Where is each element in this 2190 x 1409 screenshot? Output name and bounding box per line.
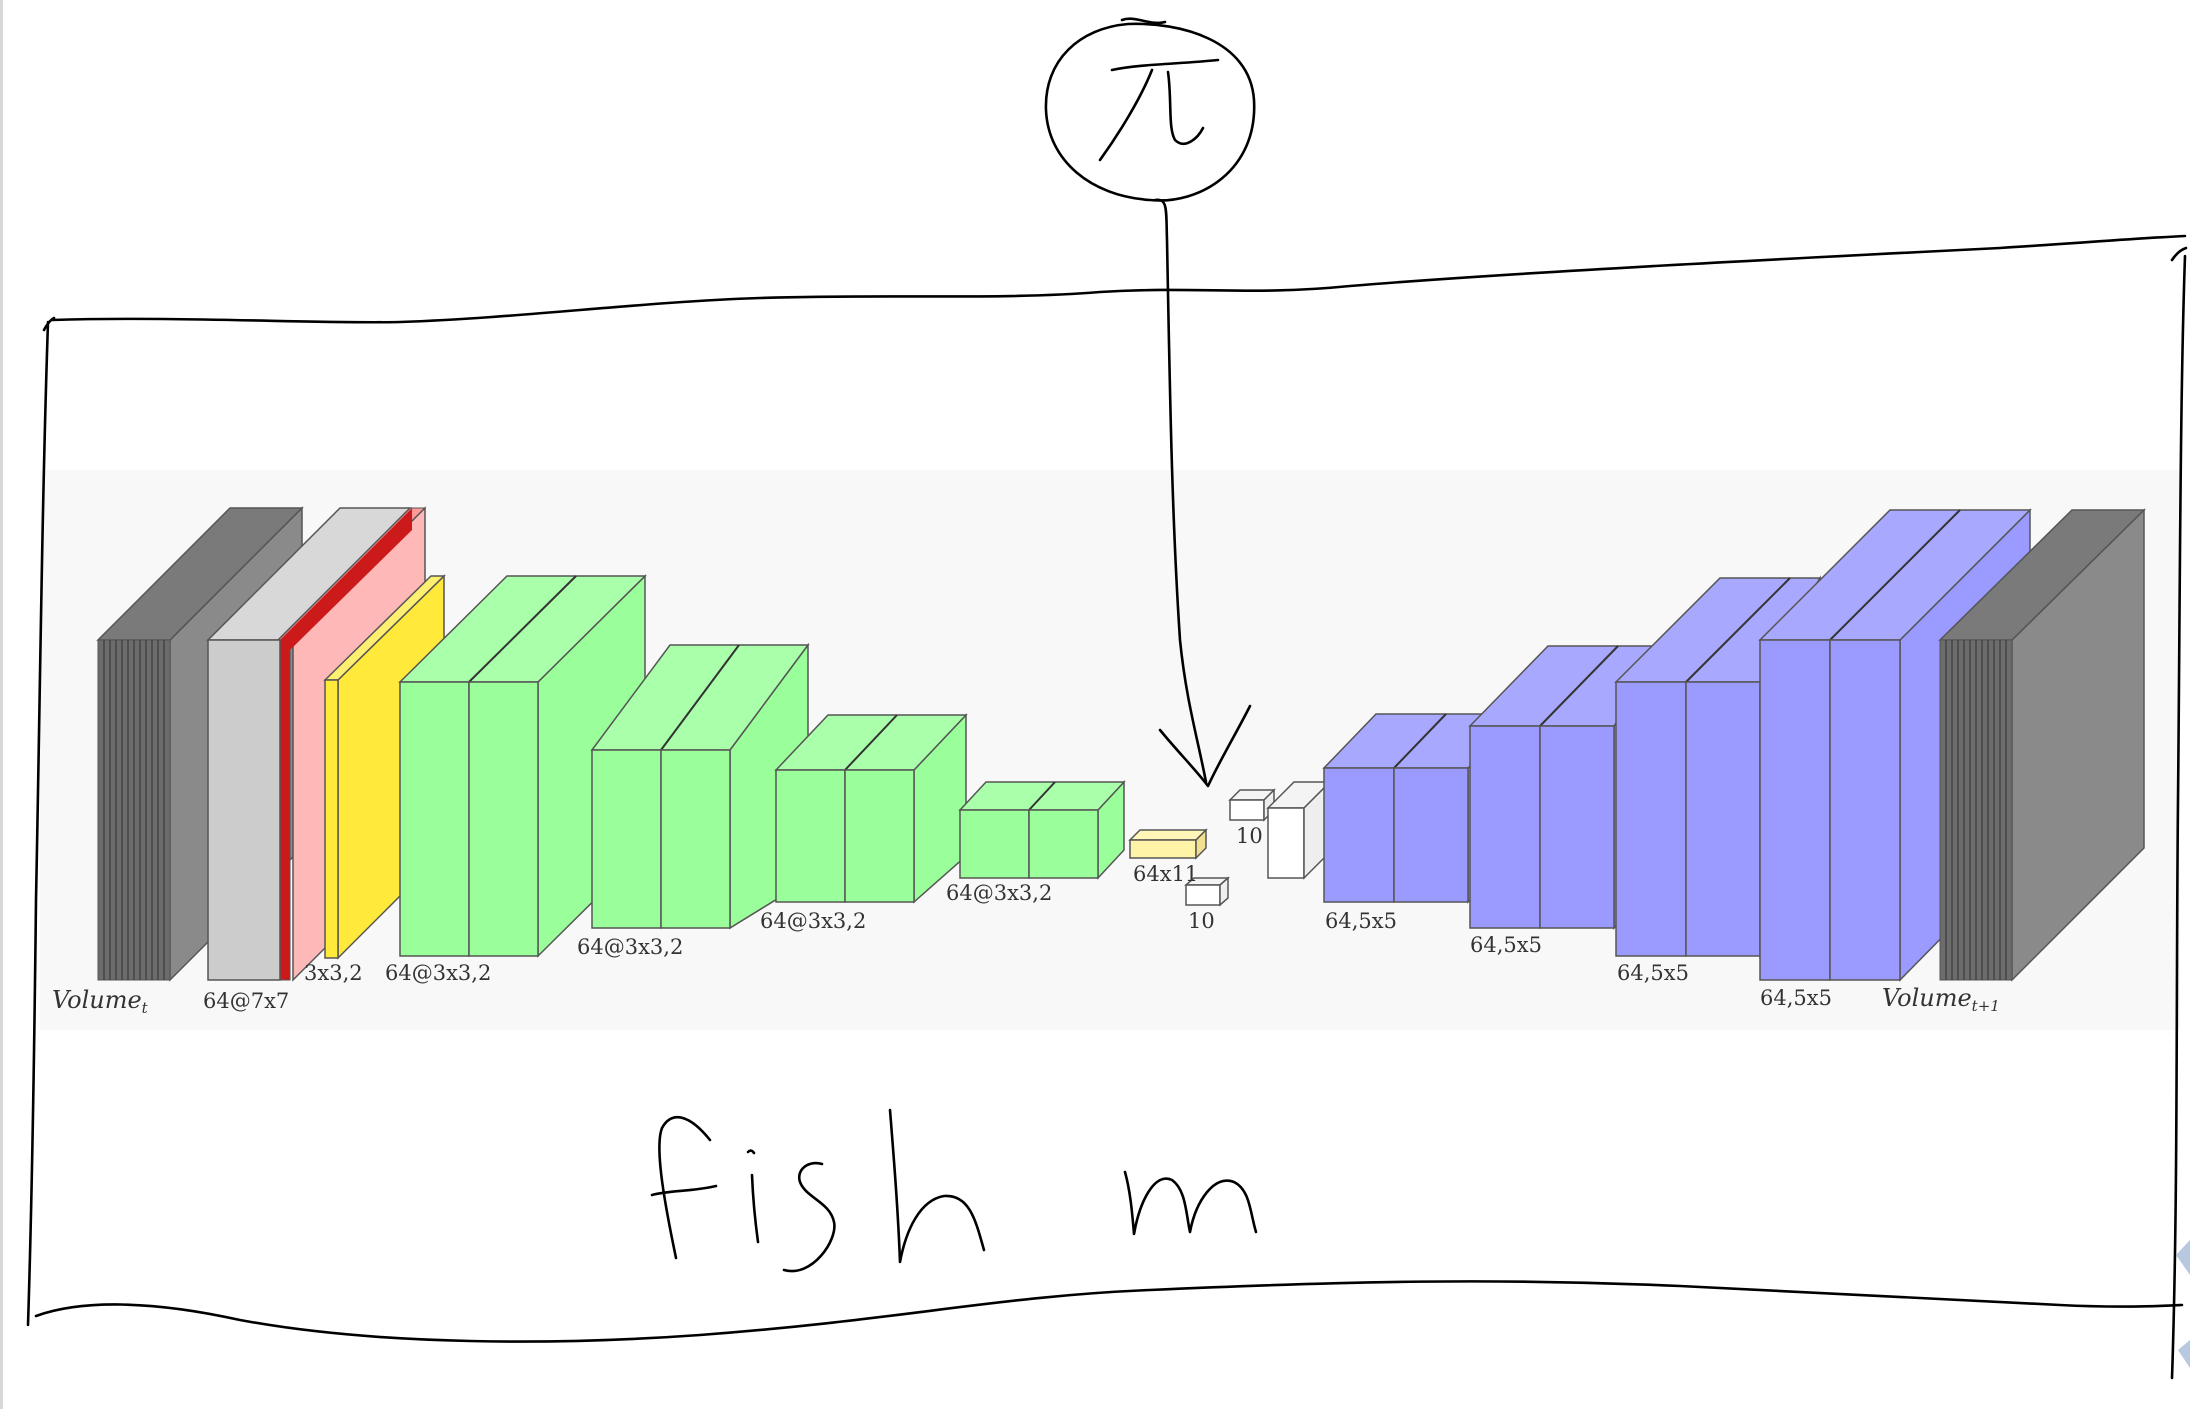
latent-box-small xyxy=(1184,876,1230,907)
layer-label-enc-2: 3x3,2 xyxy=(304,961,363,985)
edge-artifact-bottom xyxy=(2178,1340,2190,1368)
layer-label-enc-6: 64@3x3,2 xyxy=(946,881,1052,905)
layer-label-dec-1: 64,5x5 xyxy=(1325,909,1397,933)
layer-label-enc-3: 64@3x3,2 xyxy=(385,961,491,985)
policy-arrow-line xyxy=(1153,198,1208,784)
layer-label-enc-4: 64@3x3,2 xyxy=(577,935,683,959)
page-edge xyxy=(0,0,3,1409)
green-block-3 xyxy=(774,713,968,904)
box-left-side xyxy=(26,320,50,1327)
policy-arrow-head xyxy=(1158,704,1252,788)
box-right-arrowhead xyxy=(2170,246,2188,262)
pi-bar xyxy=(1120,17,1167,25)
pi-top-stroke xyxy=(1110,58,1220,72)
input-volume-label: Volumet xyxy=(52,986,149,1017)
output-volume-label: Volumet+1 xyxy=(1882,984,2000,1015)
layer-label-bottleneck: 64x11 xyxy=(1133,862,1198,886)
handwritten-text-fish-m xyxy=(650,1108,1258,1273)
layer-label-dec-2: 64,5x5 xyxy=(1470,933,1542,957)
layer-label-enc-1: 64@7x7 xyxy=(203,989,289,1013)
pi-right-leg xyxy=(1166,70,1205,146)
box-right-side xyxy=(2170,254,2187,1380)
layer-label-latent-upper: 10 xyxy=(1236,824,1263,848)
edge-artifact-top xyxy=(2176,1240,2190,1275)
layer-label-enc-5: 64@3x3,2 xyxy=(760,909,866,933)
green-block-4 xyxy=(958,780,1126,880)
pi-circle xyxy=(1044,22,1256,202)
pi-left-leg xyxy=(1098,68,1154,162)
layer-label-dec-3: 64,5x5 xyxy=(1617,961,1689,985)
bottleneck-block xyxy=(1128,828,1208,860)
box-top-left xyxy=(50,234,2187,324)
box-bottom xyxy=(34,1280,2184,1343)
output-volume-stack xyxy=(1938,508,2146,982)
box-left-arrowhead xyxy=(42,316,56,332)
layer-label-latent-lower: 10 xyxy=(1188,909,1215,933)
layer-label-dec-4: 64,5x5 xyxy=(1760,986,1832,1010)
